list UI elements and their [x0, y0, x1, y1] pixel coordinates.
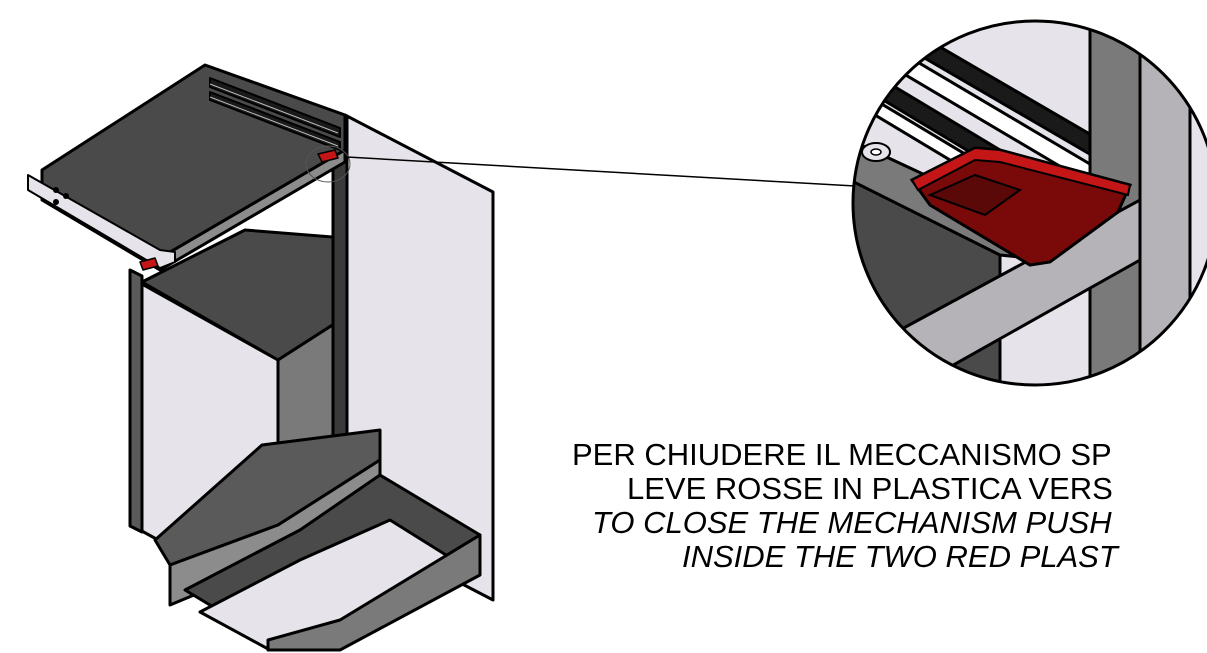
drawer-rails — [209, 77, 341, 151]
cabinet-left-edge — [128, 268, 144, 534]
drawer-top-plate — [40, 63, 347, 260]
cabinet-tray-lip — [266, 533, 482, 652]
detail-zoom — [853, 21, 1207, 385]
detail-marker — [305, 145, 351, 183]
drawer-assembly — [27, 63, 347, 272]
detail-zoom-border — [851, 19, 1207, 387]
red-lever-small-left — [139, 257, 159, 271]
cabinet — [128, 113, 495, 652]
callout-leader-line — [346, 156, 856, 187]
red-lever-small-right — [317, 149, 339, 163]
